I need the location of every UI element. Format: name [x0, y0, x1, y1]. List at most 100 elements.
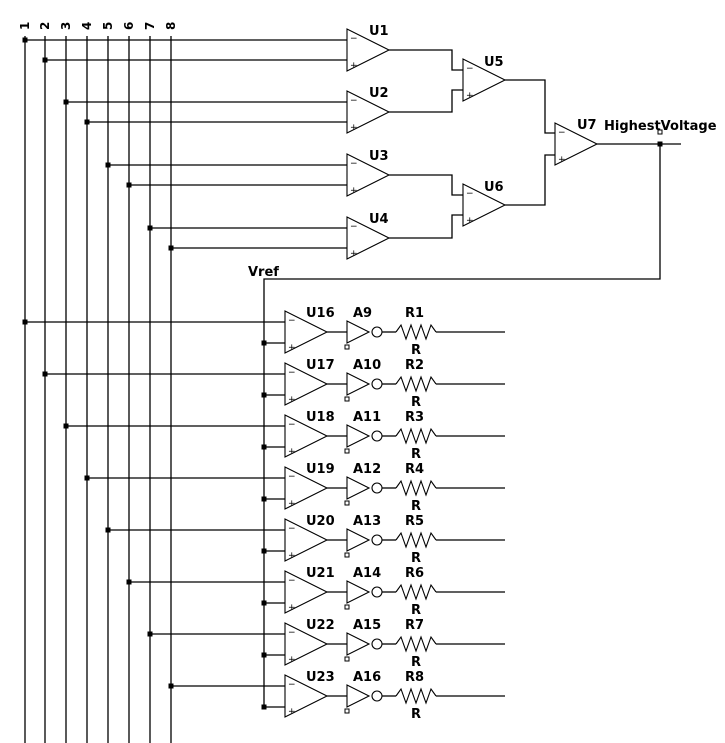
compare-row-U23-minus-sign: − [288, 680, 296, 690]
compare-row-U17-inverter-label: A10 [353, 358, 381, 373]
first-stage-U3-label: U3 [369, 149, 389, 164]
compare-row-U17-comparator-label: U17 [306, 358, 335, 373]
compare-row-U16-comparator-label: U16 [306, 306, 335, 321]
input-label-4: 4 [80, 22, 94, 30]
u6-to-u7-wire [505, 154, 555, 206]
compare-row-U23-body [284, 674, 329, 718]
second-stage-U6-minus-wire [389, 174, 463, 196]
compare-row-U23-plus-sign: + [288, 707, 296, 717]
compare-row-U18-resistor-body [395, 427, 437, 445]
compare-row-U20-plus-sign: + [288, 551, 296, 561]
input-label-7: 7 [143, 22, 157, 30]
compare-row-U23-vref-junction [261, 704, 267, 710]
compare-row-U19-resistor-label: R4 [405, 462, 424, 477]
first-stage-U3-plus-sign: + [350, 186, 358, 196]
compare-row-U21-minus-sign: − [288, 576, 296, 586]
compare-row-U21-resistor-value: R [411, 603, 421, 618]
compare-row-U21-vref-junction [261, 600, 267, 606]
compare-row-U17-resistor-body [395, 375, 437, 393]
vref-net [263, 144, 661, 708]
compare-row-U16-body [284, 310, 329, 354]
compare-row-U16-resistor-value: R [411, 343, 421, 358]
second-stage-U5-body [462, 58, 507, 102]
input-label-1: 1 [18, 22, 32, 30]
compare-row-U17-resistor-label: R2 [405, 358, 424, 373]
compare-row-U21-resistor-label: R6 [405, 566, 424, 581]
compare-row-U16-inverter-label: A9 [353, 306, 372, 321]
compare-row-U19-body [284, 466, 329, 510]
symbols [22, 28, 663, 718]
compare-row-U17-inverter-pin [344, 396, 350, 402]
first-stage-U1-plus-junction [42, 57, 48, 63]
second-stage-U5-plus-wire [389, 89, 463, 113]
compare-row-U23-inverter-label: A16 [353, 670, 381, 685]
first-stage-U3-body [346, 153, 391, 197]
first-stage-U1-plus-sign: + [350, 61, 358, 71]
compare-row-U19-resistor-value: R [411, 499, 421, 514]
compare-row-U17-resistor-value: R [411, 395, 421, 410]
first-stage-U2-plus-junction [84, 119, 90, 125]
compare-row-U20-inverter-label: A13 [353, 514, 381, 529]
second-stage-U6-minus-sign: − [466, 189, 474, 199]
final-stage-U7-label: U7 [577, 118, 597, 133]
compare-row-U16-inverter-body [346, 320, 371, 344]
compare-row-U20-minus-sign: − [288, 524, 296, 534]
compare-row-U19-vref-junction [261, 496, 267, 502]
compare-row-U18-resistor-value: R [411, 447, 421, 462]
first-stage-U2-body [346, 90, 391, 134]
second-stage-U6-label: U6 [484, 180, 504, 195]
vref-label: Vref [248, 265, 279, 280]
final-stage-U7-minus-sign: − [558, 128, 566, 138]
compare-row-U20-resistor-body [395, 531, 437, 549]
first-stage-U1-minus-sign: − [350, 34, 358, 44]
compare-row-U17-body [284, 362, 329, 406]
first-stage-U2-label: U2 [369, 86, 389, 101]
first-stage-U1-label: U1 [369, 24, 389, 39]
compare-row-U16-inverter-bubble [371, 326, 383, 338]
compare-row-U22-inverter-bubble [371, 638, 383, 650]
compare-row-U22-vref-junction [261, 652, 267, 658]
compare-row-U21-inverter-body [346, 580, 371, 604]
first-stage-U4-plus-junction [168, 245, 174, 251]
compare-row-U23-resistor-body [395, 687, 437, 705]
compare-row-U16-plus-sign: + [288, 343, 296, 353]
compare-row-U22-resistor-value: R [411, 655, 421, 670]
input-label-5: 5 [101, 22, 115, 30]
compare-row-U20-resistor-value: R [411, 551, 421, 566]
compare-row-U16-input-junction [22, 319, 28, 325]
first-stage-U3-plus-junction [126, 182, 132, 188]
compare-row-U21-inverter-label: A14 [353, 566, 381, 581]
first-stage-U4-minus-sign: − [350, 222, 358, 232]
highest-voltage-port [657, 129, 663, 135]
compare-row-U16-resistor-body [395, 323, 437, 341]
compare-row-U18-input-junction [63, 423, 69, 429]
first-stage-U4-minus-junction [147, 225, 153, 231]
second-stage-U6-plus-sign: + [466, 216, 474, 226]
compare-row-U20-body [284, 518, 329, 562]
first-stage-U4-label: U4 [369, 212, 389, 227]
compare-row-U16-vref-junction [261, 340, 267, 346]
compare-row-U18-plus-sign: + [288, 447, 296, 457]
second-stage-U5-minus-sign: − [466, 64, 474, 74]
compare-row-U19-plus-sign: + [288, 499, 296, 509]
compare-row-U18-inverter-label: A11 [353, 410, 381, 425]
wires [24, 36, 681, 743]
compare-row-U22-inverter-pin [344, 656, 350, 662]
first-stage-U3-minus-sign: − [350, 159, 358, 169]
compare-row-U20-input-junction [105, 527, 111, 533]
compare-row-U23-inverter-body [346, 684, 371, 708]
compare-row-U23-inverter-bubble [371, 690, 383, 702]
compare-row-U22-minus-sign: − [288, 628, 296, 638]
input-label-8: 8 [164, 22, 178, 30]
compare-row-U23-resistor-label: R8 [405, 670, 424, 685]
compare-row-U18-resistor-label: R3 [405, 410, 424, 425]
compare-row-U19-comparator-label: U19 [306, 462, 335, 477]
compare-row-U19-minus-sign: − [288, 472, 296, 482]
u5-to-u7-wire [505, 79, 555, 134]
compare-row-U18-inverter-bubble [371, 430, 383, 442]
compare-row-U21-resistor-body [395, 583, 437, 601]
compare-row-U20-inverter-body [346, 528, 371, 552]
compare-row-U19-inverter-bubble [371, 482, 383, 494]
compare-row-U22-comparator-label: U22 [306, 618, 335, 633]
